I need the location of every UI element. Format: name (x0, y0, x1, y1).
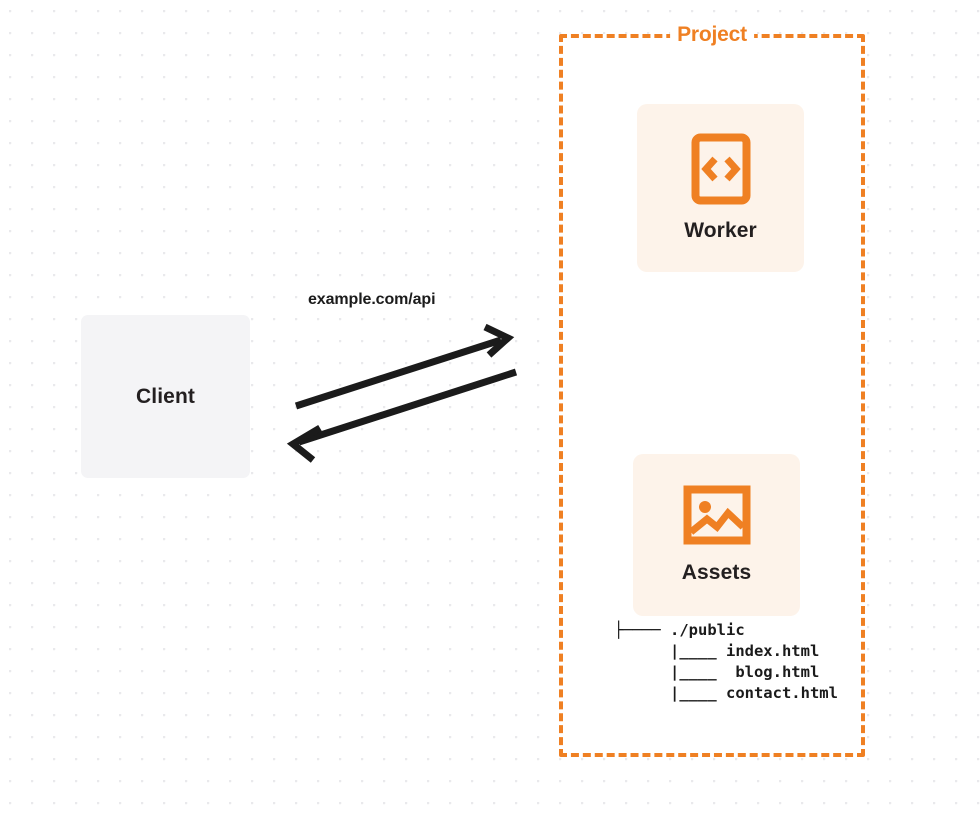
code-file-icon (691, 133, 751, 205)
worker-service-card[interactable]: Worker (637, 104, 804, 272)
request-arrow-head (483, 323, 515, 358)
request-arrow-line (294, 336, 503, 410)
image-icon (683, 485, 751, 545)
response-arrow-line (297, 368, 518, 446)
assets-card-label: Assets (681, 561, 752, 584)
request-url-label: example.com/api (308, 291, 436, 308)
assets-service-card[interactable]: Assets (633, 454, 800, 616)
worker-card-label: Worker (684, 219, 757, 242)
response-arrow-head (286, 424, 322, 463)
client-node-label: Client (136, 384, 195, 408)
project-title: Project (670, 23, 754, 47)
client-node[interactable]: Client (81, 315, 250, 478)
project-container: Project Worker Assets (559, 23, 865, 757)
assets-file-tree: ├──── ./public |____ index.html |____ bl… (614, 621, 838, 702)
